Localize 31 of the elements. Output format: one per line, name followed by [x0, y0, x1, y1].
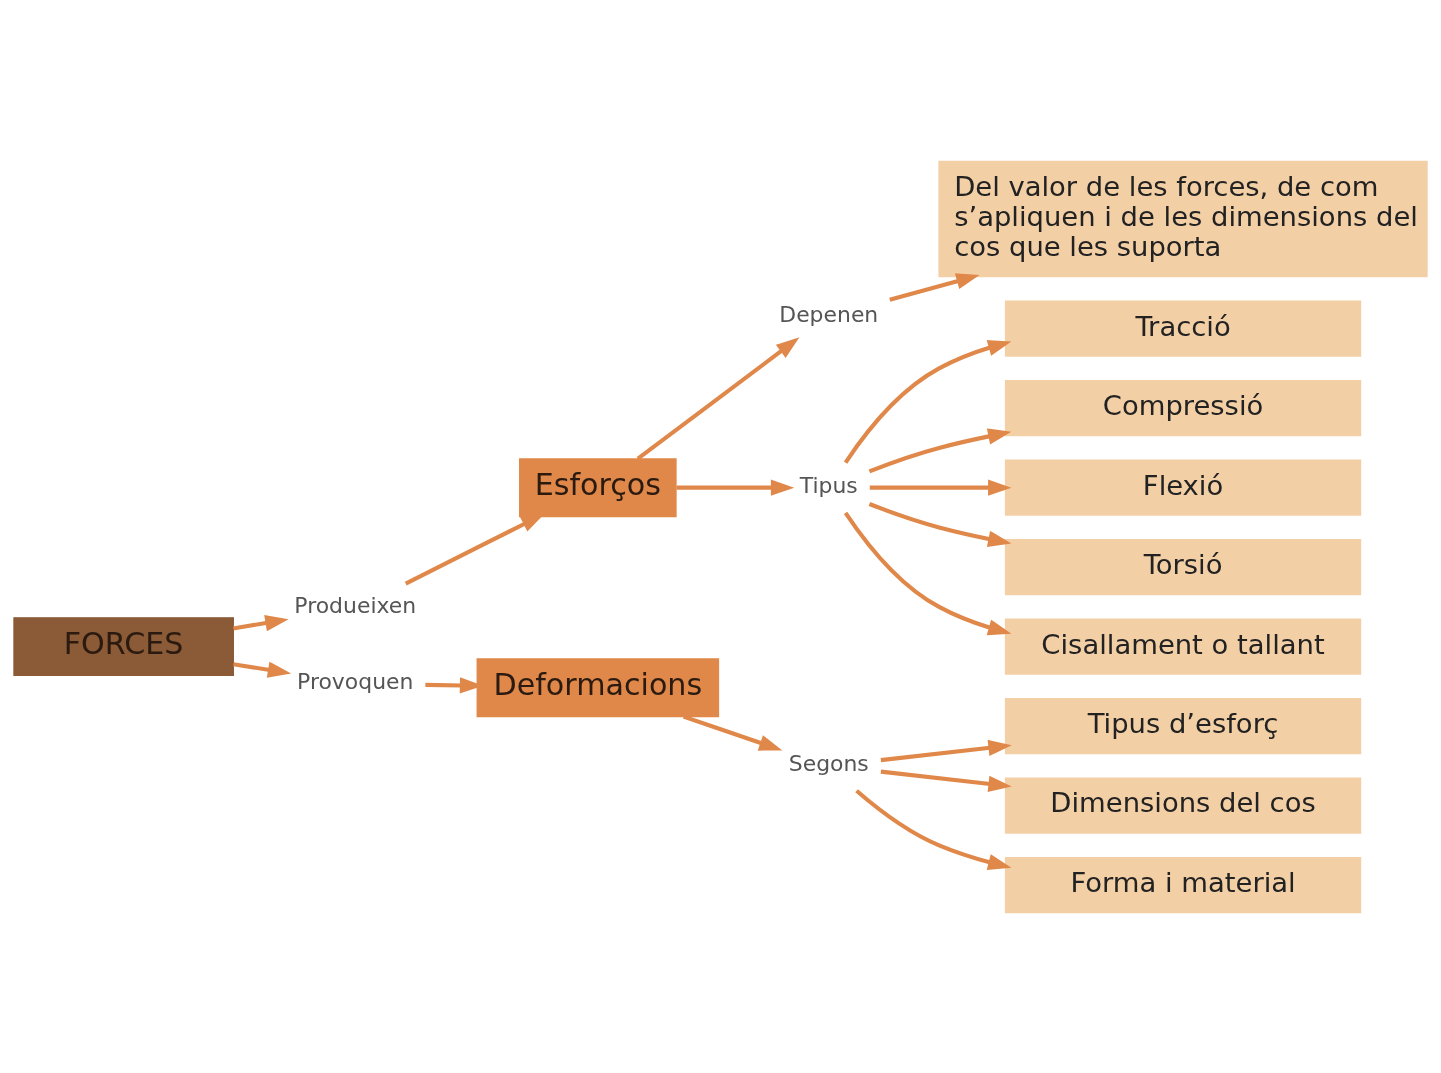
node-box: Forma i material: [1004, 856, 1362, 913]
node-box: FORCES: [13, 616, 234, 676]
node-box: Cisallament o tallant: [1004, 618, 1362, 675]
arrow: [843, 339, 1012, 464]
arrow: [880, 769, 1012, 792]
node-box: Esforços: [519, 457, 677, 517]
node-box: Tipus d’esforç: [1004, 697, 1362, 754]
node-text: Depenen: [779, 301, 879, 327]
arrow: [868, 501, 1012, 547]
arrow: [880, 739, 1012, 762]
arrow: [889, 272, 980, 302]
node-text: Provoquen: [297, 668, 414, 694]
arrow: [868, 427, 1012, 473]
arrow: [843, 511, 1012, 635]
node-box: Del valor de les forces, de com s’apliquen i de les dimensions del cos que les suporta: [938, 160, 1428, 277]
node-box: Tracció: [1004, 300, 1362, 357]
node-text: Segons: [788, 750, 869, 776]
node-box: Flexió: [1004, 459, 1362, 516]
node-text: Produeixen: [294, 592, 417, 618]
arrow: [233, 661, 292, 678]
node-box: Dimensions del cos: [1004, 777, 1362, 834]
arrow: [233, 614, 289, 631]
node-box: Compressió: [1004, 379, 1362, 436]
arrow: [636, 336, 800, 460]
arrow: [682, 714, 783, 751]
arrow: [869, 479, 1012, 496]
arrow: [676, 479, 795, 496]
arrow: [855, 788, 1012, 870]
node-box: Torsió: [1004, 538, 1362, 595]
node-text: Tipus: [799, 472, 858, 498]
node-box: Deformacions: [476, 657, 720, 717]
